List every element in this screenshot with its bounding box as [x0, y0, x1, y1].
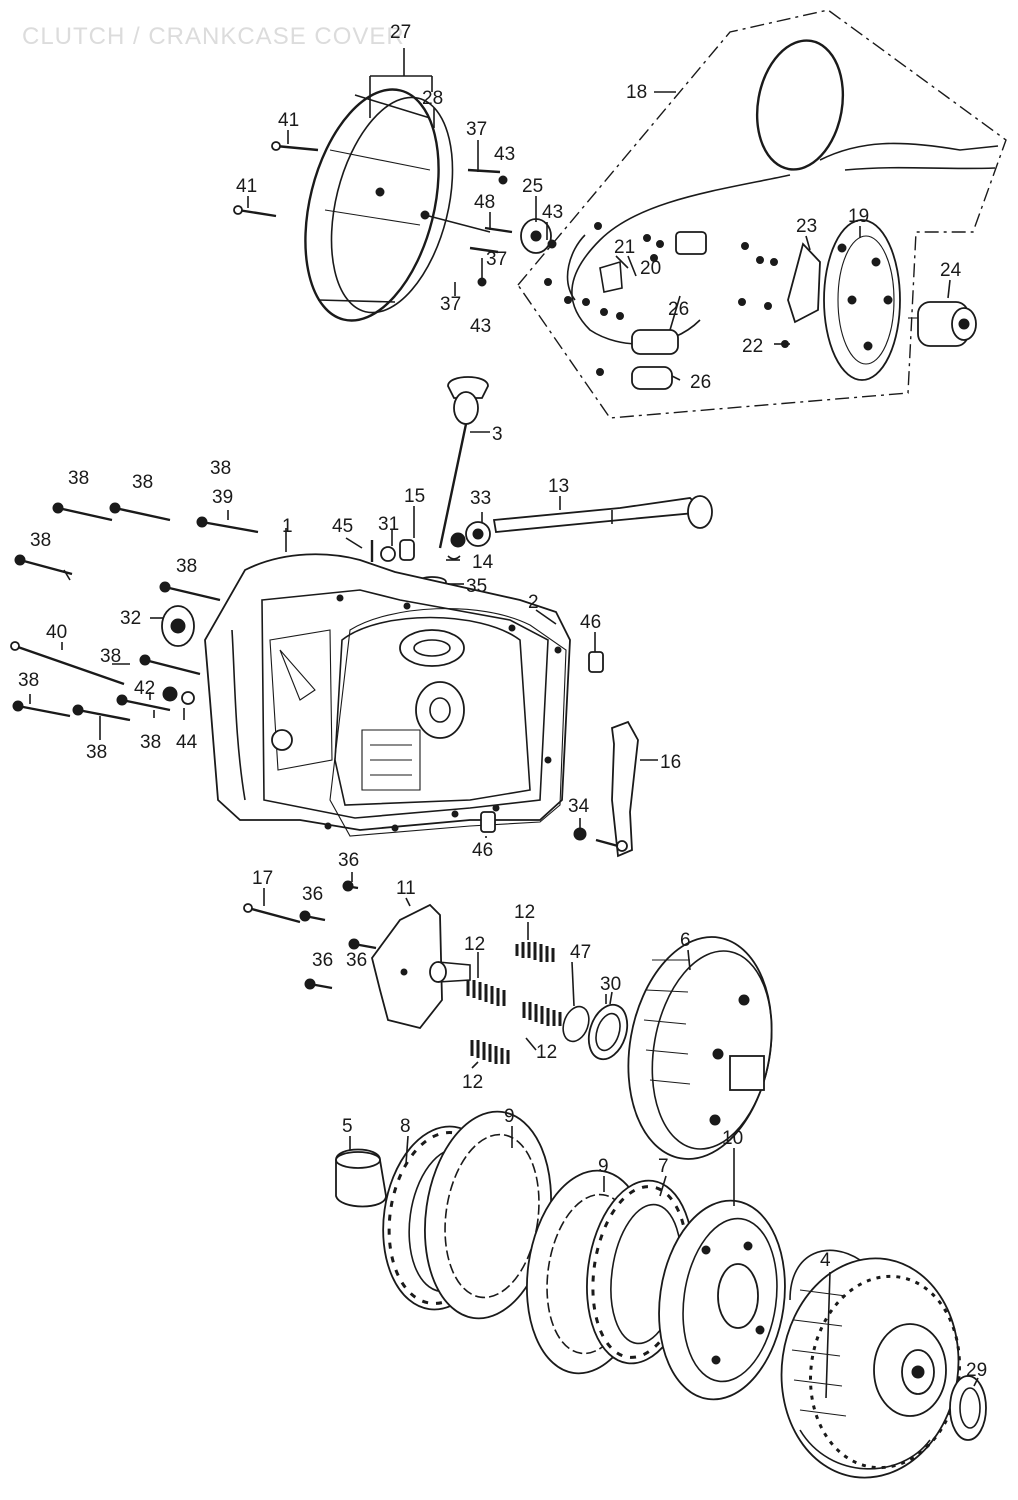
callout-12b: 12 [464, 934, 485, 955]
callout-37c: 37 [440, 294, 461, 315]
crankcase-cover [161, 553, 571, 832]
rotor-bolts [233, 141, 557, 287]
thrust-washer [949, 1375, 987, 1441]
clutch-outer-guide [335, 1148, 387, 1208]
callout-6: 6 [680, 930, 691, 951]
callout-10: 10 [722, 1128, 743, 1149]
callout-9b: 9 [598, 1156, 609, 1177]
callout-33: 33 [470, 488, 491, 509]
callout-45: 45 [332, 516, 353, 537]
callout-5: 5 [342, 1116, 353, 1137]
callout-43b: 43 [542, 202, 563, 223]
cover-small-parts [370, 521, 491, 588]
callout-13: 13 [548, 476, 569, 497]
clutch-lifter-lever [573, 720, 639, 858]
callout-38e: 38 [176, 556, 197, 577]
clutch-outer [780, 1249, 961, 1479]
clutch-springs [466, 942, 562, 1064]
callout-38h: 38 [140, 732, 161, 753]
callout-2: 2 [528, 592, 539, 613]
callout-41a: 41 [278, 110, 299, 131]
callout-37b: 37 [486, 249, 507, 270]
callout-18: 18 [626, 82, 647, 103]
callout-38b: 38 [132, 472, 153, 493]
pressure-plate [658, 1199, 786, 1401]
callout-38a: 38 [68, 468, 89, 489]
callout-23: 23 [796, 216, 817, 237]
callout-27: 27 [390, 22, 411, 43]
callout-8: 8 [400, 1116, 411, 1137]
callout-7: 7 [658, 1156, 669, 1177]
callout-28: 28 [422, 88, 443, 109]
callout-20: 20 [640, 258, 661, 279]
callout-30: 30 [600, 974, 621, 995]
callout-31: 31 [378, 514, 399, 535]
callout-47: 47 [570, 942, 591, 963]
callout-36c: 36 [346, 950, 367, 971]
callout-39: 39 [212, 487, 233, 508]
callout-labels: 27 28 18 41 41 37 43 25 43 48 37 37 43 2… [18, 22, 987, 1381]
callout-1: 1 [282, 516, 293, 537]
callout-32: 32 [120, 608, 141, 629]
circlip-and-washer [562, 1003, 629, 1061]
callout-9a: 9 [504, 1106, 515, 1127]
callout-15: 15 [404, 486, 425, 507]
kick-shaft [492, 495, 713, 533]
callout-26b: 26 [690, 372, 711, 393]
callout-48: 48 [474, 192, 495, 213]
callout-38g: 38 [18, 670, 39, 691]
dowel-pins [480, 651, 604, 833]
callout-36b: 36 [302, 884, 323, 905]
leader-lines [29, 48, 979, 1399]
callout-12d: 12 [462, 1072, 483, 1093]
callout-34: 34 [568, 796, 590, 817]
callout-46b: 46 [472, 840, 493, 861]
callout-35: 35 [466, 576, 487, 597]
callout-4: 4 [820, 1250, 831, 1271]
clutch-lifter-plate [371, 903, 471, 1030]
callout-19: 19 [848, 206, 869, 227]
stator-assembly [544, 39, 999, 390]
callout-12a: 12 [514, 902, 535, 923]
callout-36d: 36 [312, 950, 333, 971]
diagram-title: CLUTCH / CRANKCASE COVER [22, 23, 405, 50]
callout-36a: 36 [338, 850, 359, 871]
callout-38f: 38 [100, 646, 121, 667]
callout-38d: 38 [30, 530, 51, 551]
callout-42: 42 [134, 678, 155, 699]
flywheel-rotor [304, 88, 491, 322]
callout-44: 44 [176, 732, 198, 753]
cover-bolts [10, 502, 259, 722]
callout-22: 22 [742, 336, 763, 357]
callout-24: 24 [940, 260, 962, 281]
callout-16: 16 [660, 752, 681, 773]
callout-26a: 26 [668, 299, 689, 320]
callout-3: 3 [492, 424, 503, 445]
callout-25: 25 [522, 176, 543, 197]
stator-assembly-outline [517, 9, 1007, 419]
callout-29: 29 [966, 1360, 987, 1381]
callout-17: 17 [252, 868, 273, 889]
callout-46a: 46 [580, 612, 601, 633]
callout-14: 14 [472, 552, 494, 573]
callout-12c: 12 [536, 1042, 557, 1063]
callout-21: 21 [614, 237, 635, 258]
oil-level-gauge [438, 376, 489, 549]
callout-37a: 37 [466, 119, 487, 140]
callout-41b: 41 [236, 176, 257, 197]
callout-43a: 43 [494, 144, 515, 165]
clutch-center [627, 936, 773, 1160]
callout-40: 40 [46, 622, 67, 643]
callout-38i: 38 [86, 742, 107, 763]
cover-gasket [329, 608, 567, 837]
lifter-bolts [243, 880, 377, 990]
callout-38c: 38 [210, 458, 231, 479]
callout-43c: 43 [470, 316, 491, 337]
callout-11: 11 [396, 878, 416, 899]
